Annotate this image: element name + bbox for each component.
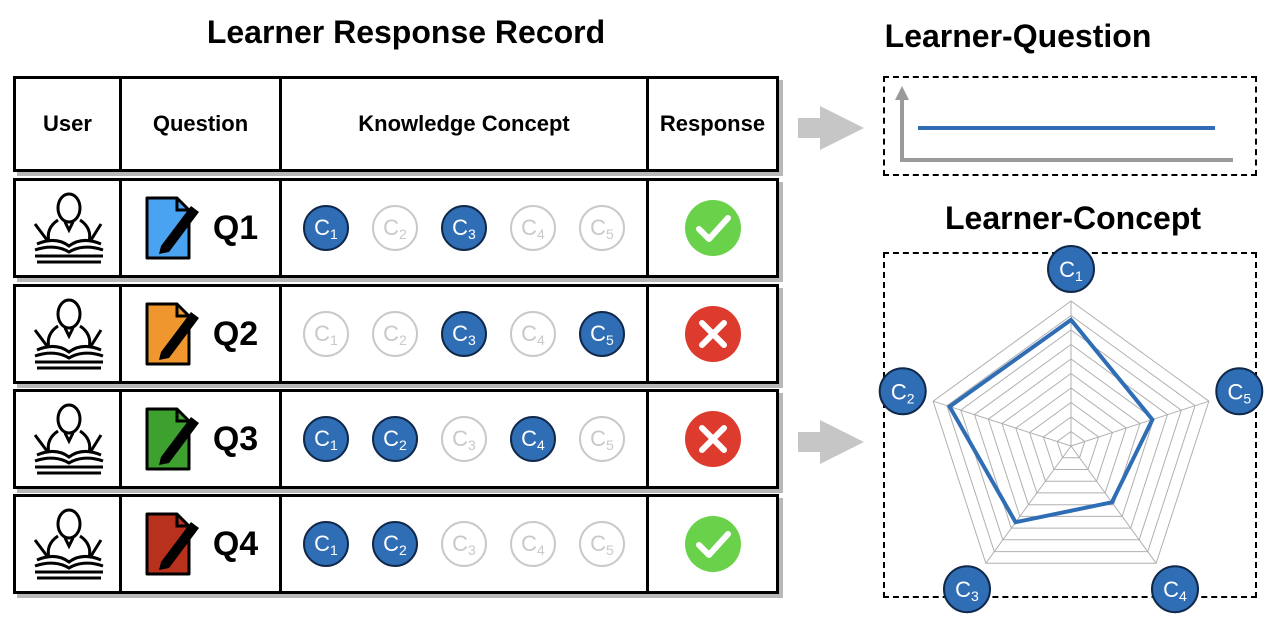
- radar-grid-ring: [987, 358, 1155, 517]
- question-label: Q3: [212, 419, 259, 458]
- question-doc-icon: [145, 512, 199, 576]
- radar-grid-ring: [1029, 401, 1113, 482]
- correct-check-icon: [684, 516, 741, 572]
- question-cell: Q2: [122, 287, 282, 381]
- wrong-cross-icon: [684, 411, 741, 467]
- svg-text:C1: C1: [1059, 257, 1083, 284]
- user-cell: [16, 497, 122, 591]
- radar-grid-ring: [1001, 372, 1141, 506]
- header-user: User: [43, 111, 92, 136]
- question-doc-icon: [145, 196, 199, 260]
- radar-grid-ring: [932, 300, 1210, 564]
- learner-question-plot: [895, 86, 1233, 162]
- response-cell: [649, 287, 776, 381]
- learner-concept-box: [883, 252, 1257, 598]
- header-question: Question: [152, 111, 249, 136]
- learner-reading-icon: [33, 508, 104, 580]
- question-label: Q1: [212, 208, 259, 247]
- radar-grid-ring: [1056, 430, 1086, 459]
- header-concept-cell: Knowledge Concept: [282, 79, 649, 169]
- question-doc-icon: [145, 302, 199, 366]
- learner-concept-title: Learner-Concept: [944, 200, 1202, 236]
- header-response: Response: [659, 111, 766, 136]
- learner-question-title: Learner-Question: [884, 18, 1152, 54]
- header-user-cell: User: [16, 79, 122, 169]
- radar-spoke: [1070, 400, 1210, 447]
- user-cell: [16, 392, 122, 486]
- svg-text:C3: C3: [955, 577, 979, 604]
- learner-question-box: [883, 76, 1257, 176]
- svg-text:C4: C4: [1163, 577, 1187, 604]
- wrong-cross-icon: [684, 306, 741, 362]
- question-cell: Q1: [122, 181, 282, 275]
- radar-grid-ring: [1042, 416, 1100, 470]
- left-title: Learner Response Record: [206, 14, 606, 50]
- question-label: Q4: [212, 524, 259, 563]
- learner-reading-icon: [33, 298, 104, 370]
- radar-grid-ring: [973, 343, 1169, 529]
- radar-grid-ring: [1015, 387, 1127, 494]
- radar-axis-label: C1: [1047, 245, 1095, 293]
- arrow-to-learner-concept-icon: [798, 420, 864, 464]
- radar-spoke: [985, 445, 1072, 564]
- header-response-cell: Response: [649, 79, 776, 169]
- question-cell: Q4: [122, 497, 282, 591]
- svg-text:C5: C5: [1227, 379, 1251, 406]
- user-cell: [16, 287, 122, 381]
- user-cell: [16, 181, 122, 275]
- learner-reading-icon: [33, 192, 104, 264]
- header-concept: Knowledge Concept: [358, 111, 570, 136]
- radar-axis-label: C5: [1215, 367, 1264, 416]
- radar-axis-label: C2: [878, 367, 927, 416]
- question-cell: Q3: [122, 392, 282, 486]
- correct-check-icon: [684, 200, 741, 256]
- table-header-row: User Question Knowledge Concept Response: [13, 76, 779, 172]
- radar-spoke: [1070, 445, 1157, 564]
- header-question-cell: Question: [122, 79, 282, 169]
- radar-series-line: [946, 317, 1155, 525]
- radar-axis-label: C4: [1151, 565, 1199, 614]
- question-label: Q2: [212, 314, 259, 353]
- response-cell: [649, 181, 776, 275]
- question-doc-icon: [145, 407, 199, 471]
- radar-spoke: [932, 400, 1072, 447]
- learner-reading-icon: [33, 403, 104, 475]
- response-cell: [649, 497, 776, 591]
- svg-text:C2: C2: [891, 379, 915, 406]
- response-cell: [649, 392, 776, 486]
- radar-axis-label: C3: [943, 565, 991, 614]
- arrow-to-learner-question-icon: [798, 106, 864, 150]
- radar-grid-ring: [946, 314, 1196, 553]
- radar-grid-ring: [960, 329, 1182, 541]
